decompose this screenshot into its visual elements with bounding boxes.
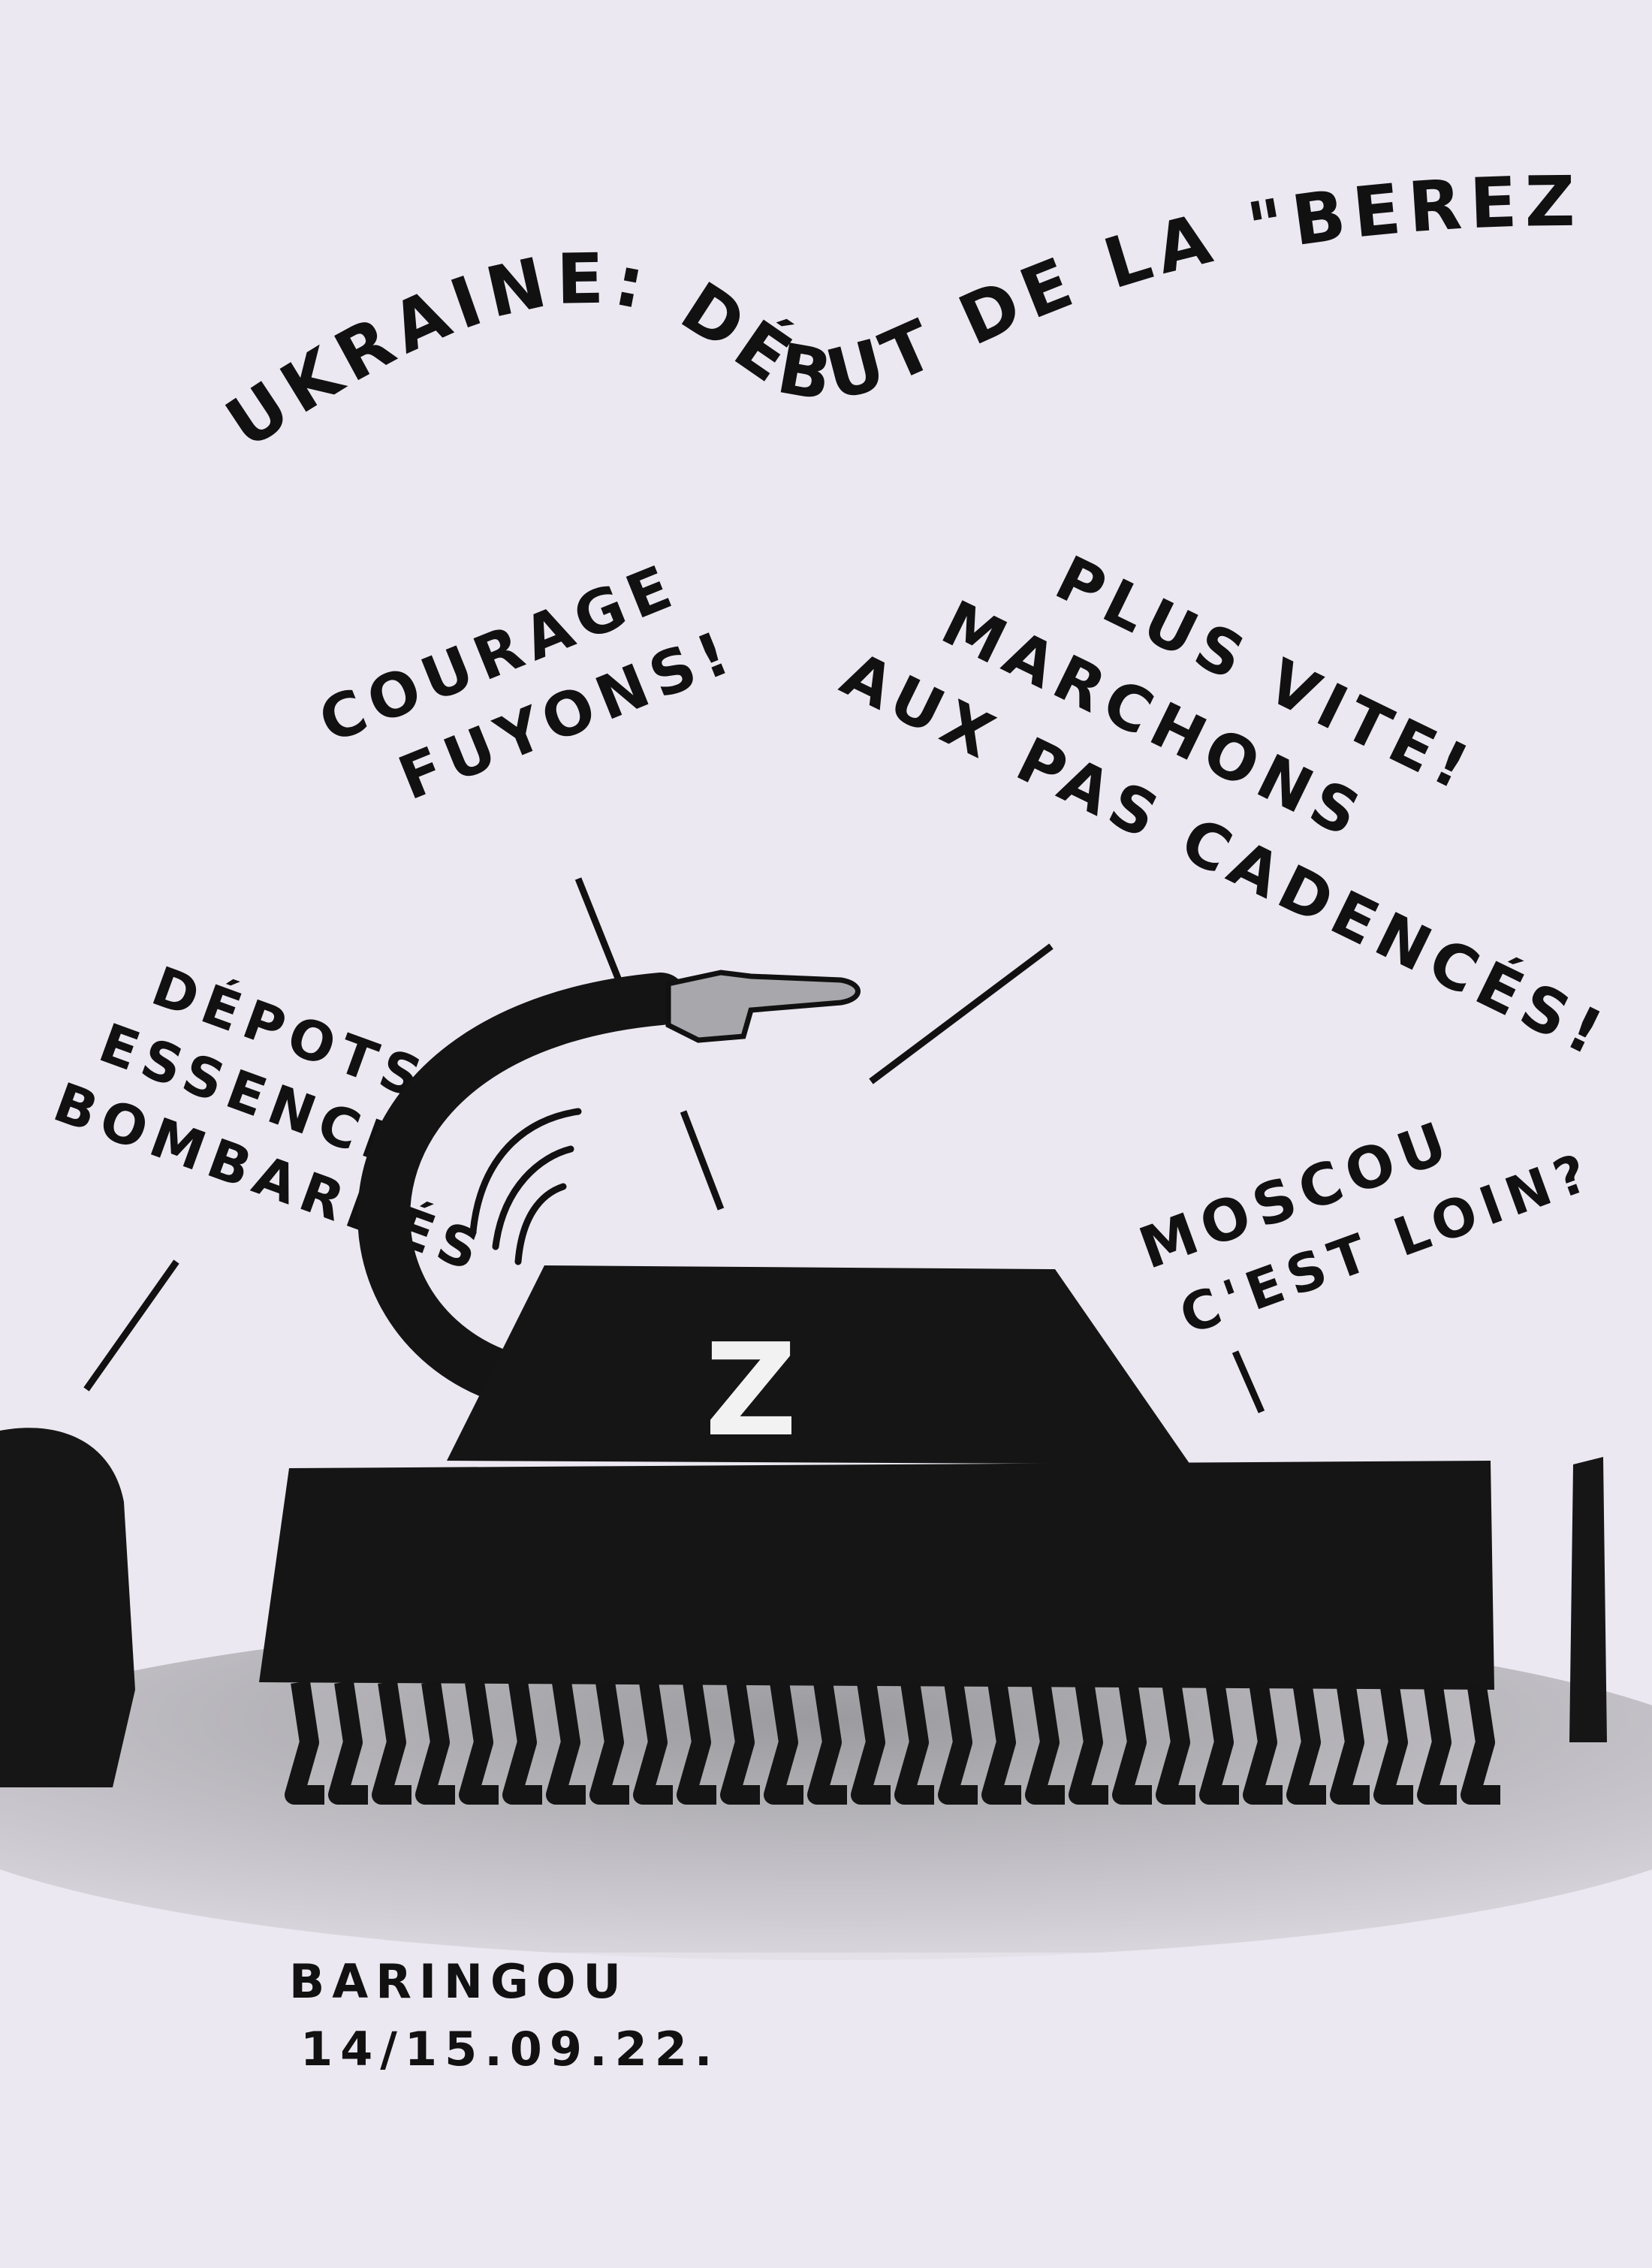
tank-hull <box>259 1461 1494 1690</box>
soldier-leg <box>502 1681 542 1805</box>
tank-turret <box>447 1265 1190 1464</box>
soldier-leg <box>938 1681 978 1805</box>
speech-plus-vite: PLUS VITE! MARCHONS AUX PAS CADENCÉS! <box>831 543 1619 1072</box>
speech-pointer-moscou <box>1231 1350 1265 1413</box>
left-figure <box>0 1428 135 1787</box>
soldier-leg <box>981 1681 1021 1805</box>
soldier-leg <box>633 1681 673 1805</box>
signature-date: 14/15.09.22. <box>300 2022 719 2076</box>
pointing-hand-icon <box>665 970 861 1043</box>
soldier-leg <box>285 1681 324 1805</box>
soldier-leg <box>1112 1681 1152 1805</box>
soldier-leg <box>589 1681 629 1805</box>
soldier-leg <box>677 1681 716 1805</box>
speech-depots: DÉPOTS ESSENCE BOMBARDÉS <box>46 955 494 1285</box>
soldier-leg <box>1156 1681 1195 1805</box>
speech-moscou: MOSCOU C'EST LOIN? <box>1131 1107 1602 1347</box>
soldier-leg <box>372 1681 411 1805</box>
speech-pointer-courage <box>574 877 627 993</box>
paper-bottom <box>0 1953 1652 2268</box>
soldier-leg <box>546 1681 586 1805</box>
signature-name: BARINGOU <box>289 1954 629 2009</box>
soldier-leg <box>1417 1681 1457 1805</box>
soldier-leg <box>459 1681 499 1805</box>
soldier-leg <box>415 1681 455 1805</box>
soldier-leg <box>1461 1681 1500 1805</box>
speech-pointer-plus-vite <box>869 943 1054 1084</box>
motion-lines <box>469 1108 582 1265</box>
soldier-leg <box>894 1681 934 1805</box>
right-figure <box>1569 1457 1607 1742</box>
soldier-leg <box>720 1681 760 1805</box>
soldier-leg <box>1199 1681 1239 1805</box>
tank-arm <box>357 973 687 1401</box>
speech-pointer-depots <box>83 1259 179 1392</box>
soldier-leg <box>1330 1681 1370 1805</box>
speech-pointer-courage-2 <box>680 1110 725 1211</box>
soldier-leg <box>764 1681 803 1805</box>
soldier-leg <box>328 1681 368 1805</box>
tank-z-emblem: Z <box>704 1316 797 1465</box>
soldier-leg <box>807 1681 847 1805</box>
soldier-leg <box>1286 1681 1326 1805</box>
soldier-leg <box>851 1681 891 1805</box>
soldier-legs <box>285 1681 1500 1805</box>
title: UKRAINE: DÉBUT DE LA "BEREZINA"? <box>0 0 1583 464</box>
soldier-leg <box>1069 1681 1108 1805</box>
soldier-leg <box>1025 1681 1065 1805</box>
speech-plus-vite-line3: AUX PAS CADENCÉS! <box>831 638 1619 1072</box>
speech-courage: COURAGE FUYONS! <box>309 550 745 813</box>
soldier-leg <box>1373 1681 1413 1805</box>
soldier-leg <box>1243 1681 1283 1805</box>
